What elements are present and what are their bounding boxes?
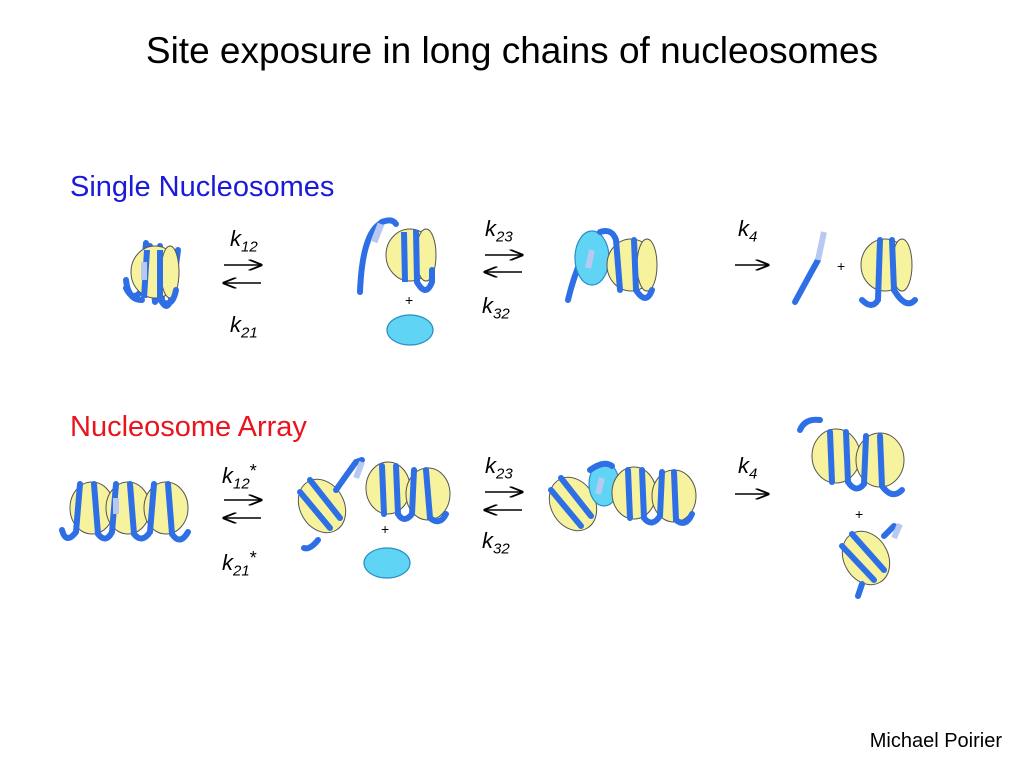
- nucleosome-closed: [123, 240, 181, 309]
- target-site: [141, 262, 147, 280]
- rate-k32-array-label: k32: [482, 528, 510, 558]
- nucleosome-array-unwrapped: [297, 457, 451, 552]
- rate-k21-label: k21: [230, 312, 258, 342]
- slide-title: Site exposure in long chains of nucleoso…: [145, 30, 879, 71]
- section-single-nucleosomes: Single Nucleosomes: [70, 171, 335, 203]
- nucleosome-array-protein-bound: [548, 460, 697, 532]
- binding-protein-array: [363, 547, 411, 579]
- free-dna: [792, 257, 821, 305]
- rate-k4-label: k4: [738, 216, 758, 246]
- rate-k12-label: k12: [230, 226, 258, 256]
- nucleosome-product: [859, 237, 918, 308]
- plus-sign-4: +: [855, 506, 864, 522]
- rate-k23-label: k23: [485, 216, 513, 246]
- rate-k23-array-label: k23: [485, 453, 513, 483]
- rate-k12-star-label: k12*: [222, 461, 257, 493]
- nucleosome-array-product: [797, 416, 905, 599]
- nucleosome-array-closed: [59, 481, 191, 543]
- binding-protein: [386, 314, 434, 346]
- section-nucleosome-array: Nucleosome Array: [70, 411, 307, 443]
- plus-sign-2: +: [837, 258, 846, 274]
- plus-sign-1: +: [405, 292, 414, 308]
- nucleosome-unwrapped: [357, 217, 437, 295]
- nucleosome-protein-bound: [565, 228, 658, 303]
- author-credit: Michael Poirier: [869, 730, 1002, 752]
- rate-k32-label: k32: [482, 293, 510, 323]
- rate-k4-array-label: k4: [738, 453, 758, 483]
- plus-sign-3: +: [381, 521, 390, 537]
- rate-k21-star-label: k21*: [222, 548, 257, 580]
